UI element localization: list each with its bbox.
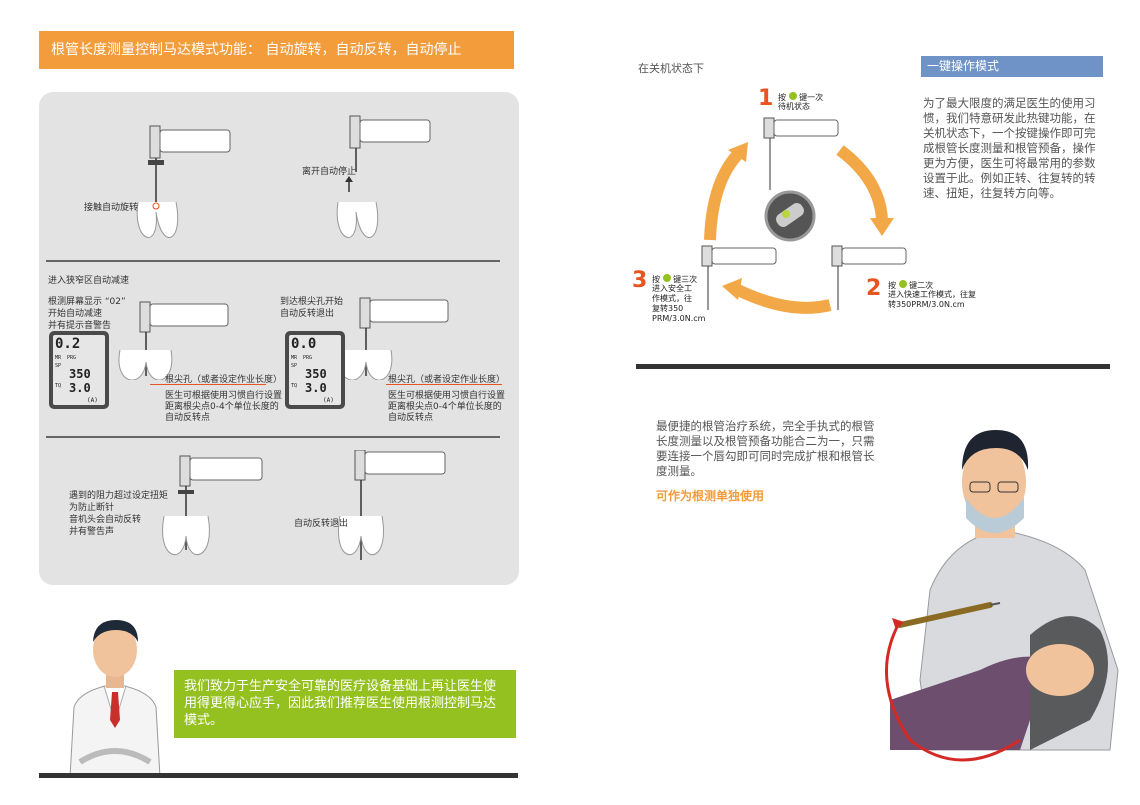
one-key-intro: 为了最大限度的满足医生的使用习惯，我们特意研发此热键功能，在关机状态下，一个按键… (923, 96, 1096, 200)
desc-left-3: 自动反转点 (165, 413, 211, 423)
power-button-icon (788, 92, 797, 100)
handpiece-icon-torque (162, 455, 263, 555)
lcd-display-right: 0.0 MR PRG SP 350 TQ 3.0 (A) (285, 331, 345, 409)
cycle-diagram (701, 117, 907, 314)
handpiece-icon-step3 (701, 245, 777, 310)
step-3-desc2: PRM/3.0N.cm (652, 314, 706, 323)
note-auto-slow: 开始自动减速 (48, 309, 103, 319)
note-torque-4: 并有警告声 (69, 527, 115, 537)
step-1-press: 按 键一次 (778, 92, 824, 102)
power-button-icon (898, 280, 907, 288)
desc-right-2: 距离根尖点0-4个单位长度的 (388, 402, 502, 412)
handpiece-icon-step2 (831, 245, 907, 310)
note-auto-reverse-exit: 自动反转退出 (294, 519, 349, 529)
motor-mode-panel (39, 92, 519, 585)
section-narrow-title: 进入狭窄区自动减速 (48, 276, 130, 286)
system-description: 最便捷的根管治疗系统，完全手执式的根管长度测量以及根管预备功能合二为一，只需要连… (656, 419, 875, 478)
apex-line-left (150, 384, 266, 385)
zoom-circle-icon (764, 190, 816, 242)
power-button-icon (662, 274, 671, 282)
state-title: 在关机状态下 (638, 62, 704, 75)
apex-label-left: 根尖孔（或者设定作业长度） (165, 375, 283, 385)
left-bottom-bar (39, 773, 518, 778)
note-torque-3: 音机头会自动反转 (69, 515, 142, 525)
feature-banner: 根管长度测量控制马达模式功能： 自动旋转，自动反转，自动停止 (39, 31, 514, 69)
note-warning-tone: 并有提示音警告 (48, 321, 112, 331)
recommendation-box: 我们致力于生产安全可靠的医疗设备基础上再让医生使用得更得心应手，因此我们推荐医生… (174, 670, 516, 738)
row2-illustration (118, 297, 449, 380)
handpiece-icon-reverse (338, 450, 446, 560)
label-leave-stop: 离开自动停止 (302, 167, 357, 177)
step-3-number: 3 (632, 268, 648, 293)
note-reach-apex: 到达根尖孔开始 (280, 297, 344, 307)
dentist-patient-illustration (884, 430, 1119, 762)
apex-label-right: 根尖孔（或者设定作业长度） (388, 375, 506, 385)
handpiece-icon-left (136, 125, 231, 238)
panel-divider-2 (46, 436, 500, 438)
doctor-illustration (69, 620, 161, 777)
right-divider-bar (636, 364, 1110, 369)
note-reverse-exit: 自动反转退出 (280, 309, 335, 319)
step-2-desc: 进入快速工作模式，往复转350PRM/3.0N.cm (888, 290, 976, 309)
desc-right-1: 医生可根据使用习惯自行设置 (388, 391, 506, 401)
desc-left-2: 距离根尖点0-4个单位长度的 (165, 402, 279, 412)
desc-left-1: 医生可根据使用习惯自行设置 (165, 391, 283, 401)
row3-illustration (162, 450, 446, 560)
row1-illustration (136, 115, 431, 238)
step-1-number: 1 (758, 86, 774, 111)
label-contact-rotate: 接触自动旋转 (84, 203, 139, 213)
one-key-mode-tag: 一键操作模式 (921, 56, 1103, 77)
handpiece-icon-step1 (763, 117, 839, 190)
lcd-display-left: 0.2 MR PRG SP 350 TQ 3.0 (A) (49, 331, 109, 409)
handpiece-icon-narrow (118, 301, 229, 380)
handpiece-icon-right (336, 115, 431, 238)
step-3-press: 按 键三次 (652, 274, 698, 284)
note-screen-02: 根测屏幕显示 “02” (48, 297, 126, 307)
step-1-desc: 待机状态 (778, 102, 810, 111)
handpiece-icon-apex (338, 297, 449, 380)
note-torque-1: 遇到的阻力超过设定扭矩 (69, 491, 169, 501)
panel-divider-1 (46, 260, 500, 262)
highlight-standalone: 可作为根测单独使用 (656, 489, 765, 503)
step-2-number: 2 (866, 276, 882, 301)
desc-right-3: 自动反转点 (388, 413, 434, 423)
step-3-desc: 进入安全工作模式，往复转350 (652, 284, 692, 313)
apex-line-right (386, 384, 502, 385)
step-2-press: 按 键二次 (888, 280, 934, 290)
note-torque-2: 为防止断针 (69, 503, 115, 513)
